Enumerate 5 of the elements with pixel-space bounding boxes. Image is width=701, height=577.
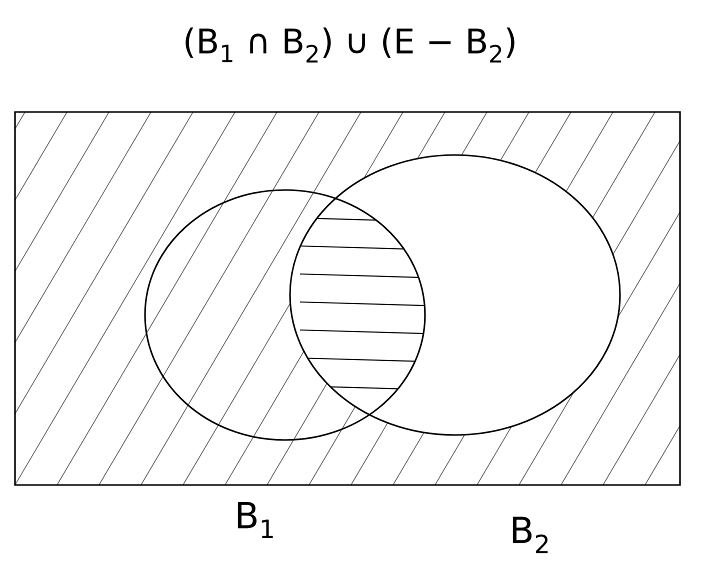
set-label: B$_{1}$	[238, 502, 273, 538]
set-label: B$_{2}$	[512, 516, 548, 554]
set-circle	[289, 154, 621, 436]
title: (B$_{1}$ ∩ B$_{2}$) ∪ (E − B$_{2}$)	[186, 28, 514, 62]
set-circle	[144, 189, 426, 441]
